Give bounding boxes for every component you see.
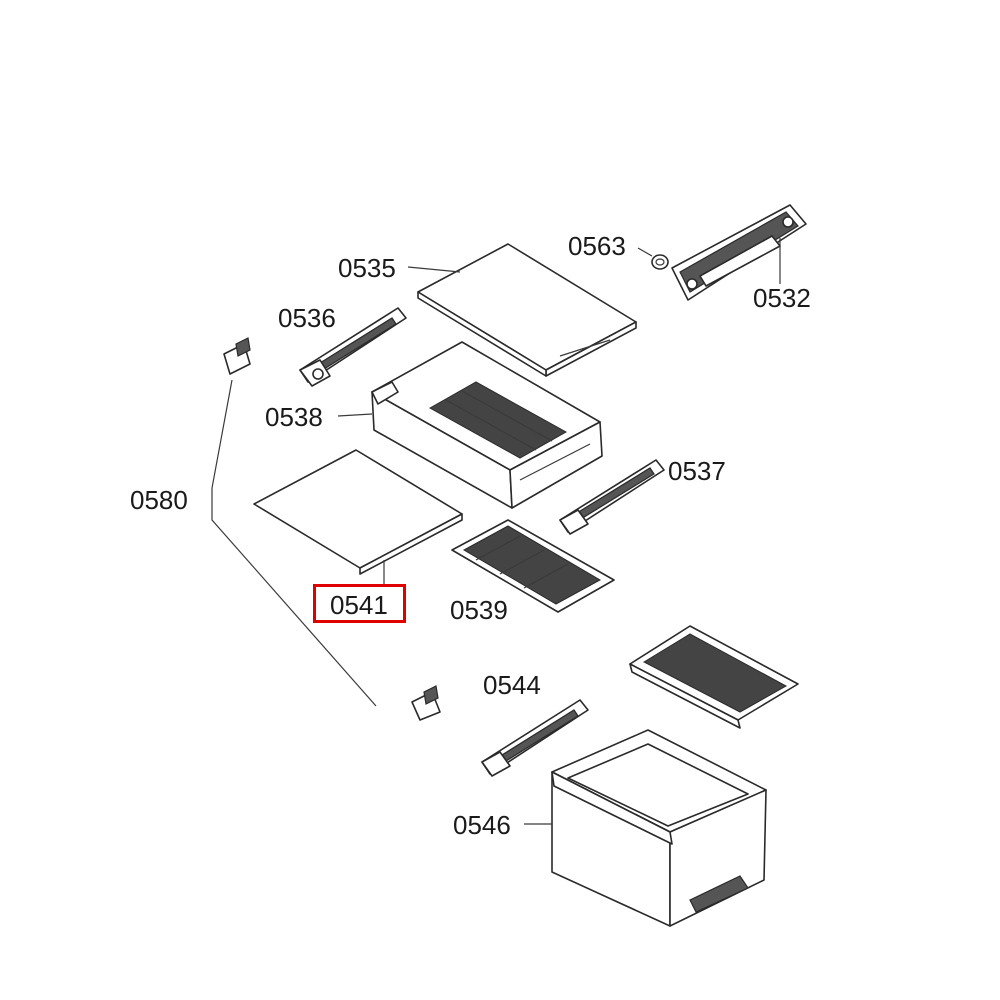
drawer-0538 — [371, 341, 603, 509]
leader-0535 — [407, 266, 461, 273]
label-0580: 0580 — [130, 485, 188, 515]
label-0537: 0537 — [668, 456, 726, 486]
leader-0563 — [637, 247, 653, 257]
ring-0563 — [651, 254, 669, 270]
glass-shelf-0535 — [417, 243, 637, 377]
label-0563: 0563 — [568, 231, 626, 261]
label-0535: 0535 — [338, 253, 396, 283]
lower-filter-grid — [629, 625, 799, 729]
label-0539: 0539 — [450, 595, 508, 625]
label-0536: 0536 — [278, 303, 336, 333]
label-0538: 0538 — [265, 402, 323, 432]
leader-0580 — [211, 379, 377, 707]
bin-0546 — [551, 729, 767, 927]
glass-plate-0541 — [253, 449, 463, 575]
highlight-box-0541 — [313, 584, 406, 623]
clip-0580-top — [223, 337, 251, 375]
filter-grid-0539 — [451, 519, 615, 613]
leader-0538 — [337, 413, 373, 417]
label-0532: 0532 — [753, 283, 811, 313]
label-0546: 0546 — [453, 810, 511, 840]
clip-0580-bottom — [411, 685, 441, 721]
right-rail-0537 — [559, 459, 665, 535]
rail-0544 — [481, 699, 589, 777]
label-0544: 0544 — [483, 670, 541, 700]
label-0541: 0541 — [330, 590, 388, 620]
bracket-plate-0532 — [671, 204, 807, 301]
left-rail-0536 — [299, 307, 407, 387]
